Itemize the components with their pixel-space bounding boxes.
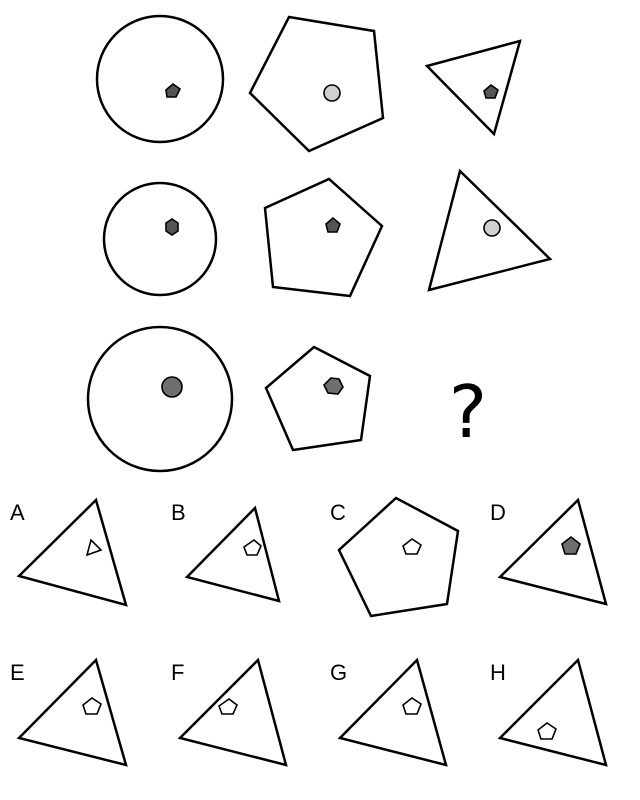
outer-triangle [424, 39, 522, 137]
option-d-inner-pentagon [561, 535, 581, 555]
matrix-cell-r1-c1 [95, 14, 225, 144]
matrix-cell-r2-c3 [427, 168, 553, 292]
option-c-inner-pentagon [402, 538, 423, 555]
option-h-inner-pentagon [537, 722, 557, 740]
matrix-cell-r3-c2 [264, 345, 372, 452]
option-d-outer-triangle [497, 497, 608, 606]
option-b-label: B [171, 500, 186, 525]
option-f-inner-pentagon [218, 698, 238, 715]
inner-pentagon [325, 216, 341, 233]
option-g-label: G [330, 660, 347, 685]
option-c[interactable]: C [330, 496, 460, 618]
matrix-cell-r3-c1 [86, 325, 234, 473]
outer-circle [102, 181, 218, 297]
option-b-outer-triangle [184, 505, 281, 603]
matrix-cell-r3-c3-missing: ? [449, 370, 487, 454]
option-e[interactable]: E [10, 657, 128, 767]
outer-pentagon [248, 15, 385, 153]
question-mark: ? [449, 370, 487, 454]
option-a-label: A [10, 500, 25, 525]
option-c-outer-pentagon [337, 496, 460, 618]
matrix-cell-r2-c1 [102, 181, 218, 297]
matrix-cell-r1-c3 [424, 39, 522, 137]
option-a-outer-triangle [16, 497, 128, 607]
option-f-label: F [171, 660, 184, 685]
option-c-label: C [330, 500, 346, 525]
option-h-outer-triangle [497, 657, 608, 767]
outer-pentagon [263, 177, 384, 298]
option-b-inner-pentagon [243, 538, 262, 556]
option-a-inner-triangle [85, 538, 103, 557]
inner-pentagon [483, 83, 499, 99]
option-h-label: H [490, 660, 506, 685]
outer-pentagon [264, 345, 372, 452]
option-g-inner-pentagon [402, 697, 422, 715]
option-d[interactable]: D [490, 497, 608, 606]
inner-hexagon [165, 218, 179, 236]
outer-circle [95, 14, 225, 144]
option-g[interactable]: G [330, 657, 448, 767]
inner-circle [161, 376, 183, 398]
inner-pentagon [165, 82, 182, 98]
matrix-cell-r1-c2 [248, 15, 385, 153]
option-e-inner-pentagon [82, 697, 102, 715]
inner-circle [323, 84, 341, 102]
inner-hexagon [323, 377, 344, 395]
inner-circle [483, 219, 501, 237]
outer-circle [86, 325, 234, 473]
option-f[interactable]: F [171, 657, 288, 767]
option-e-label: E [10, 660, 25, 685]
option-g-outer-triangle [337, 657, 448, 767]
option-b[interactable]: B [171, 500, 281, 603]
option-d-label: D [490, 500, 506, 525]
option-h[interactable]: H [490, 657, 608, 767]
option-a[interactable]: A [10, 497, 128, 607]
option-e-outer-triangle [16, 657, 128, 767]
matrix-cell-r2-c2 [263, 177, 384, 298]
